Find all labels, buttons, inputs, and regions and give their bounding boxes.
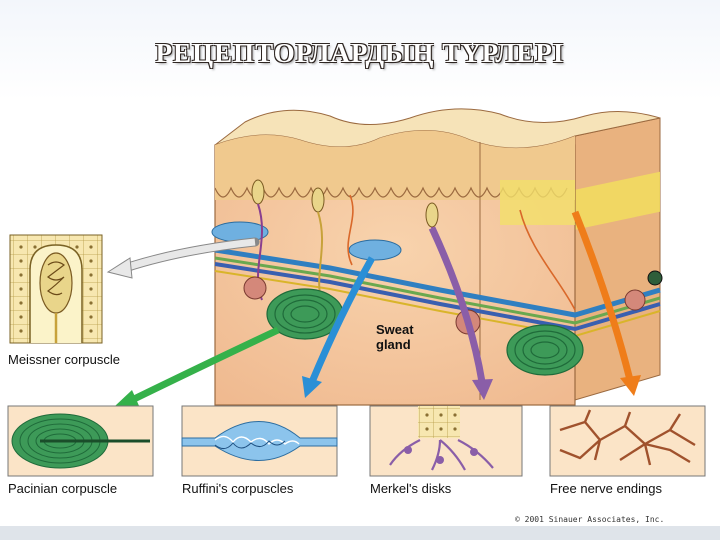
pacinian-panel: Pacinian corpuscle [8,406,153,496]
slide-title: РЕЦЕПТОРЛАРДЫҢ ТҮРЛЕРІ [0,38,720,69]
sweat-label-line1: Sweat [376,322,414,337]
free-nerve-label: Free nerve endings [550,481,663,496]
merkel-panel: Merkel's disks [370,406,522,496]
sweat-label-line2: gland [376,337,411,352]
slide-bottom-bar [0,526,720,540]
copyright-text: © 2001 Sinauer Associates, Inc. [515,515,664,524]
merkel-label: Merkel's disks [370,481,452,496]
skin-receptor-diagram: Sweat gland Meissner corpuscle [0,100,720,526]
ruffini-label: Ruffini's corpuscles [182,481,294,496]
meissner-label: Meissner corpuscle [8,352,120,367]
pacinian-label: Pacinian corpuscle [8,481,117,496]
ruffini-panel: Ruffini's corpuscles [182,406,337,496]
free-nerve-panel: Free nerve endings [550,406,705,496]
meissner-panel: Meissner corpuscle [8,235,120,367]
